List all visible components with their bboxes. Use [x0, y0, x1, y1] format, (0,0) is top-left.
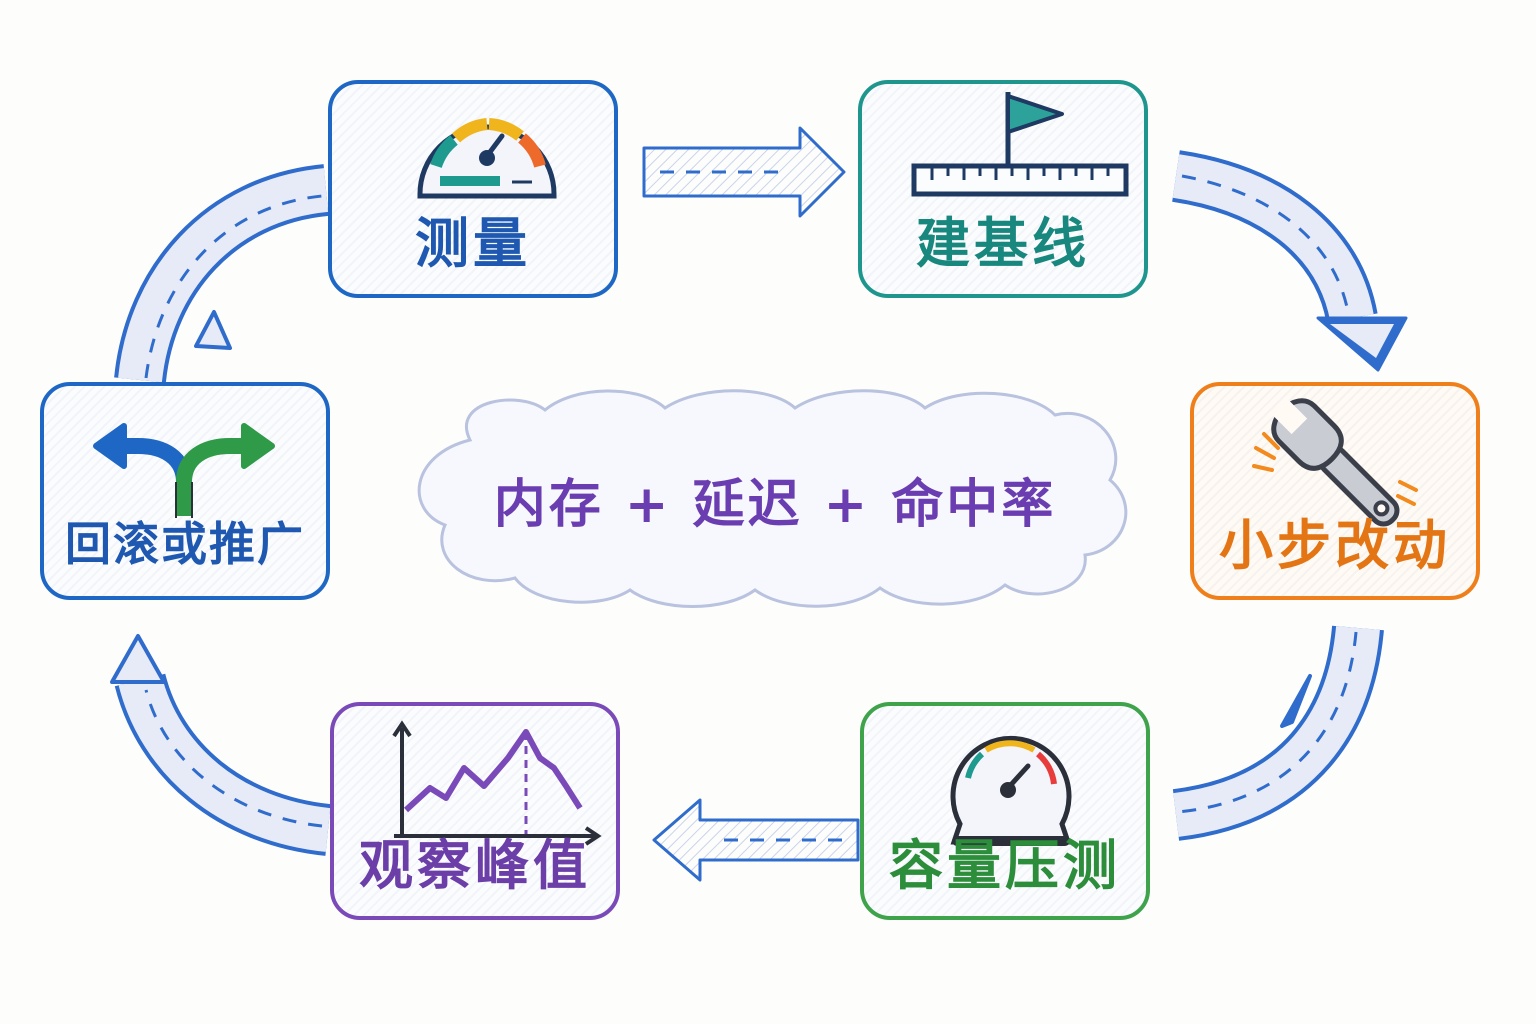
arrow-rollback-to-measure	[114, 164, 330, 384]
step-observe-peak-label: 观察峰值	[359, 834, 591, 897]
arrow-measure-to-baseline	[642, 126, 846, 218]
peak-chart-icon	[392, 720, 602, 846]
pressure-gauge-icon	[950, 735, 1072, 846]
arrow-change-to-load	[1172, 625, 1384, 841]
center-metrics-label: 内存 + 延迟 + 命中率	[493, 475, 1057, 535]
step-rollback-or-promote-label: 回滚或推广	[65, 517, 305, 571]
step-small-change-label: 小步改动	[1219, 514, 1451, 577]
arrow-baseline-to-change	[1171, 150, 1408, 372]
step-load-test: 容量压测	[860, 702, 1150, 920]
step-baseline: 建基线	[858, 80, 1148, 298]
speedometer-icon	[417, 118, 557, 199]
step-measure-label: 测量	[415, 212, 531, 275]
flag-ruler-icon	[911, 92, 1129, 197]
step-small-change: 小步改动	[1190, 382, 1480, 600]
wrench-icon	[1252, 397, 1418, 527]
arrow-peak-to-rollback	[110, 634, 332, 856]
step-observe-peak: 观察峰值	[330, 702, 620, 920]
arrow-load-to-peak	[652, 798, 860, 882]
center-cloud	[417, 389, 1128, 608]
step-measure: 测量	[328, 80, 618, 298]
step-rollback-or-promote: 回滚或推广	[40, 382, 330, 600]
step-baseline-label: 建基线	[916, 212, 1090, 275]
step-load-test-label: 容量压测	[889, 834, 1121, 897]
fork-arrows-icon	[93, 423, 275, 518]
